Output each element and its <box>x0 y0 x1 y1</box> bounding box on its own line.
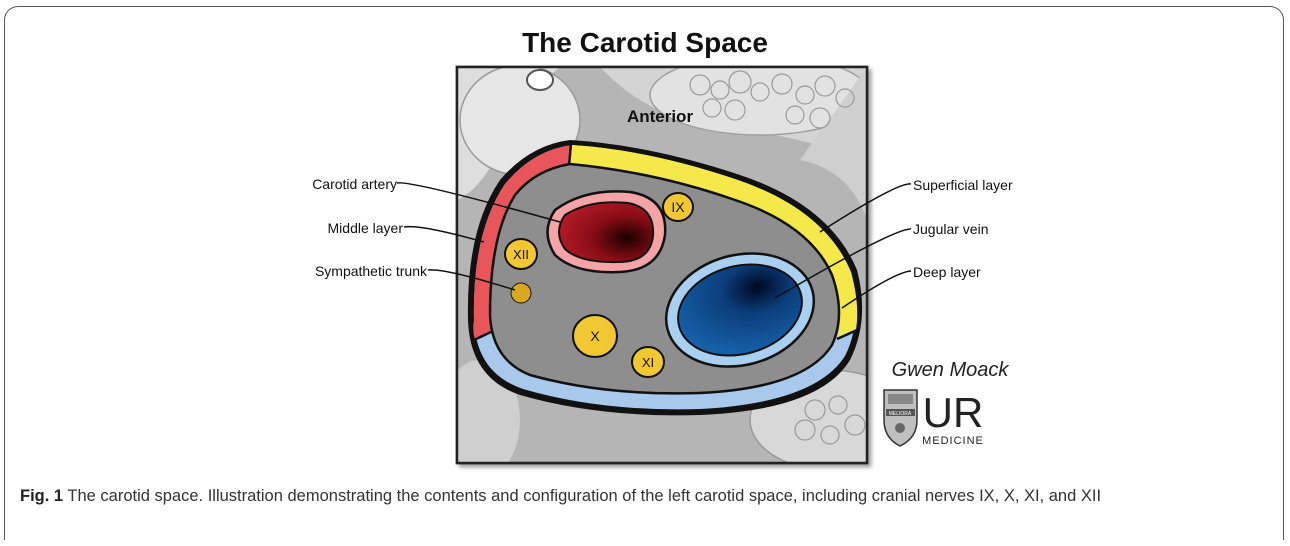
anterior-label: Anterior <box>627 107 694 126</box>
nerve-x: X <box>573 315 617 357</box>
artist-signature: Gwen Moack <box>892 359 1010 381</box>
label-carotid-artery: Carotid artery <box>312 176 397 192</box>
logo-shield-text: MELIORA <box>889 411 912 417</box>
nerve-xi: XI <box>632 347 664 377</box>
sympathetic-trunk-ganglion <box>511 283 531 303</box>
nerve-xi-label: XI <box>642 355 654 370</box>
nerve-ix: IX <box>663 193 693 221</box>
label-superficial-layer: Superficial layer <box>913 177 1013 193</box>
figure-caption: Fig. 1 The carotid space. Illustration d… <box>20 485 1270 507</box>
logo-sub: MEDICINE <box>922 435 984 447</box>
caption-text: The carotid space. Illustration demonstr… <box>63 487 1101 505</box>
label-sympathetic-trunk: Sympathetic trunk <box>315 263 428 279</box>
label-deep-layer: Deep layer <box>913 264 981 280</box>
nerve-xii-label: XII <box>513 247 529 262</box>
carotid-artery <box>548 191 666 272</box>
diagram-title: The Carotid Space <box>522 27 768 58</box>
ur-medicine-logo: MELIORA UR MEDICINE <box>884 389 984 447</box>
nerve-x-label: X <box>590 328 600 344</box>
nerve-xii: XII <box>505 239 537 269</box>
label-jugular-vein: Jugular vein <box>913 221 989 237</box>
nerve-ix-label: IX <box>671 199 685 215</box>
logo-mark: UR <box>923 389 984 436</box>
label-middle-layer: Middle layer <box>328 220 404 236</box>
caption-prefix: Fig. 1 <box>20 487 63 505</box>
